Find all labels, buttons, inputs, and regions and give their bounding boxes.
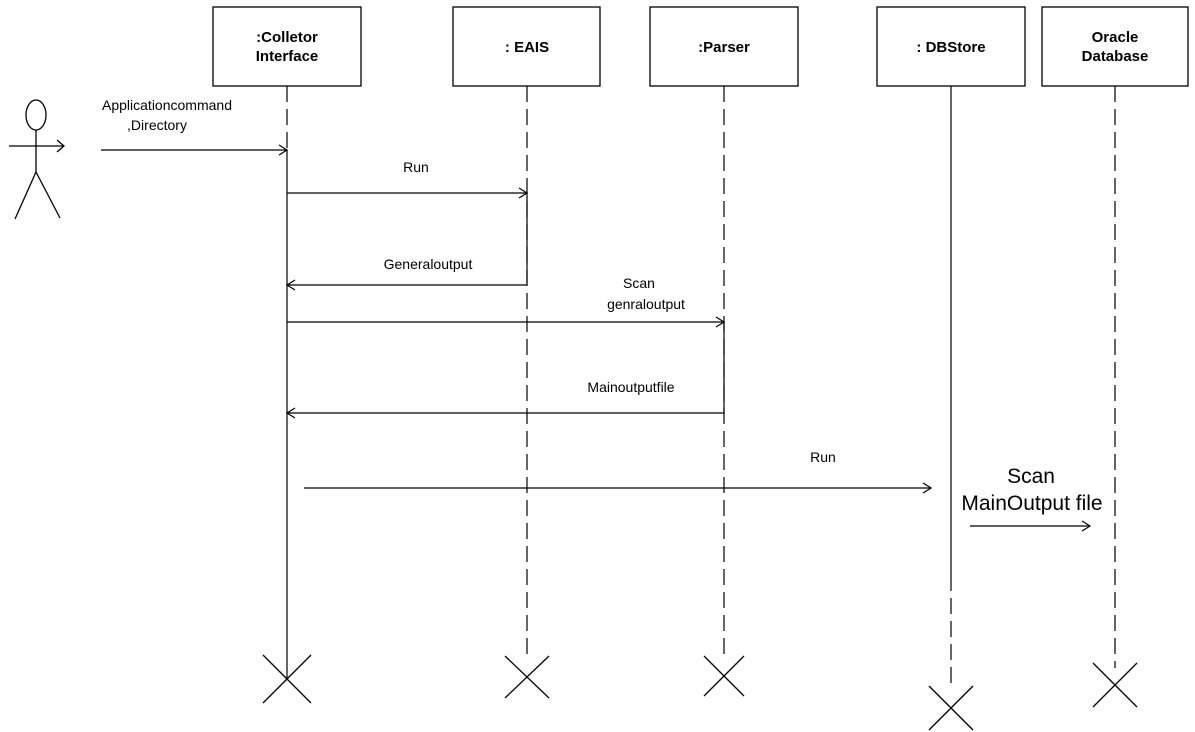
destroy-mark-parser [703,655,745,697]
message-label: Mainoutputfile [587,379,674,395]
participant-label: :Colletor [256,29,318,46]
actor-stick-figure [9,99,65,220]
participant-label: Interface [256,48,319,65]
message-label: Run [810,449,836,465]
participant-label: Database [1082,48,1149,65]
participant-label: : DBStore [916,39,985,56]
message-label: ,Directory [127,117,187,133]
participant-eais: : EAIS [452,6,601,87]
message-label: Scan [1007,465,1055,488]
message-label: Generaloutput [384,256,473,272]
participant-label: : EAIS [505,39,549,56]
message-label: Run [403,159,429,175]
message-main-output-file: Mainoutputfile [285,379,724,419]
message-scan-main-output: Scan MainOutput file [961,465,1103,532]
message-scan-general-output: Scan genraloutput [287,275,726,328]
destroy-mark-dbstore [928,685,974,731]
message-label: genraloutput [607,296,685,312]
participant-collector-interface: :Colletor Interface [212,6,362,87]
message-label: Scan [623,275,655,291]
message-run-eais: Run [287,159,529,199]
destroy-mark-oracle [1092,662,1138,708]
participant-label: Oracle [1092,29,1139,46]
message-general-output: Generaloutput [285,256,527,291]
message-application-command: Applicationcommand ,Directory [101,97,289,156]
message-label: Applicationcommand [102,97,232,113]
participant-parser: :Parser [649,6,799,87]
destroy-mark-eais [504,655,550,699]
participant-label: :Parser [698,39,750,56]
message-run-dbstore: Run [304,449,933,494]
participant-dbstore: : DBStore [876,6,1026,87]
message-label: MainOutput file [961,492,1102,515]
destroy-mark-collector [262,654,312,704]
participant-oracle-database: Oracle Database [1041,6,1189,87]
